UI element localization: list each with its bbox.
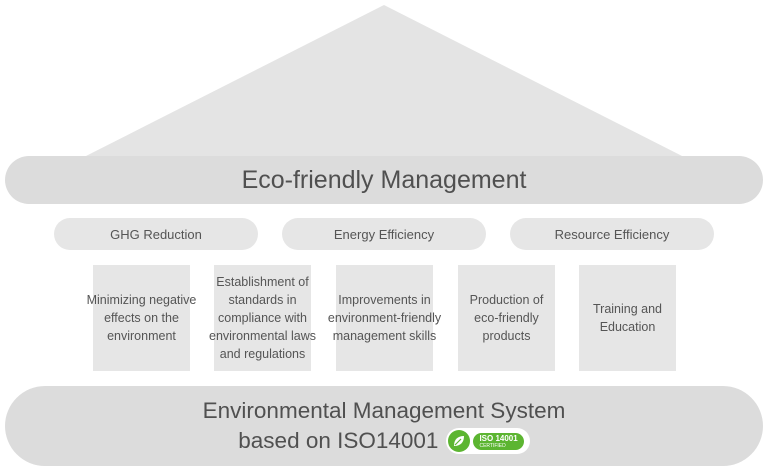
column-text-line: products	[482, 329, 531, 343]
pillar-resource-efficiency: Resource Efficiency	[510, 218, 714, 250]
base-line-2: based on ISO14001	[238, 428, 439, 453]
column-text-line: compliance with	[218, 311, 307, 325]
badge-subtitle: CERTIFIED	[479, 442, 506, 449]
column-text-line: environmental laws	[209, 329, 316, 343]
column-standards-compliance: Establishment of standards in compliance…	[209, 265, 316, 371]
column-text-line: Education	[599, 320, 656, 334]
badge-title: ISO 14001	[479, 433, 518, 443]
badge-text: ISO 14001 CERTIFIED	[473, 432, 524, 450]
column-text-line: environment	[107, 329, 176, 343]
column-text-line: environment-friendly	[327, 311, 442, 325]
ems-foundation: Environmental Management System based on…	[5, 386, 763, 466]
column-eco-products: Production of eco-friendly products	[458, 265, 555, 371]
pillar-label: GHG Reduction	[110, 226, 202, 242]
column-text-line: Improvements in	[338, 293, 431, 307]
column-text-line: Production of	[469, 293, 544, 307]
pillar-energy-efficiency: Energy Efficiency	[282, 218, 486, 250]
base-line-1: Environmental Management System	[202, 398, 566, 423]
leaf-icon	[448, 430, 471, 452]
column-text-line: effects on the	[104, 311, 179, 325]
column-text-line: Minimizing negative	[86, 293, 197, 307]
column-text-line: standards in	[228, 293, 297, 307]
pillar-ghg-reduction: GHG Reduction	[54, 218, 258, 250]
column-management-skills: Improvements in environment-friendly man…	[328, 265, 441, 371]
column-text-line: eco-friendly	[474, 311, 539, 325]
column-minimizing-effects: Minimizing negative effects on the envir…	[87, 265, 196, 371]
eco-management-beam: Eco-friendly Management	[5, 156, 763, 204]
column-text-line: Establishment of	[216, 275, 309, 289]
base-line-2-row: based on ISO14001 ISO 14001 CERTIFIED	[238, 426, 530, 456]
column-text-line: and regulations	[219, 347, 306, 361]
pillar-label: Energy Efficiency	[333, 226, 435, 242]
iso-14001-badge: ISO 14001 CERTIFIED	[446, 428, 530, 454]
pillar-label: Resource Efficiency	[554, 226, 670, 242]
column-text-line: Training and	[592, 302, 663, 316]
roof-triangle	[82, 5, 686, 158]
beam-title: Eco-friendly Management	[241, 165, 527, 194]
column-training-education: Training and Education	[579, 265, 676, 371]
column-text-line: management skills	[332, 329, 437, 343]
